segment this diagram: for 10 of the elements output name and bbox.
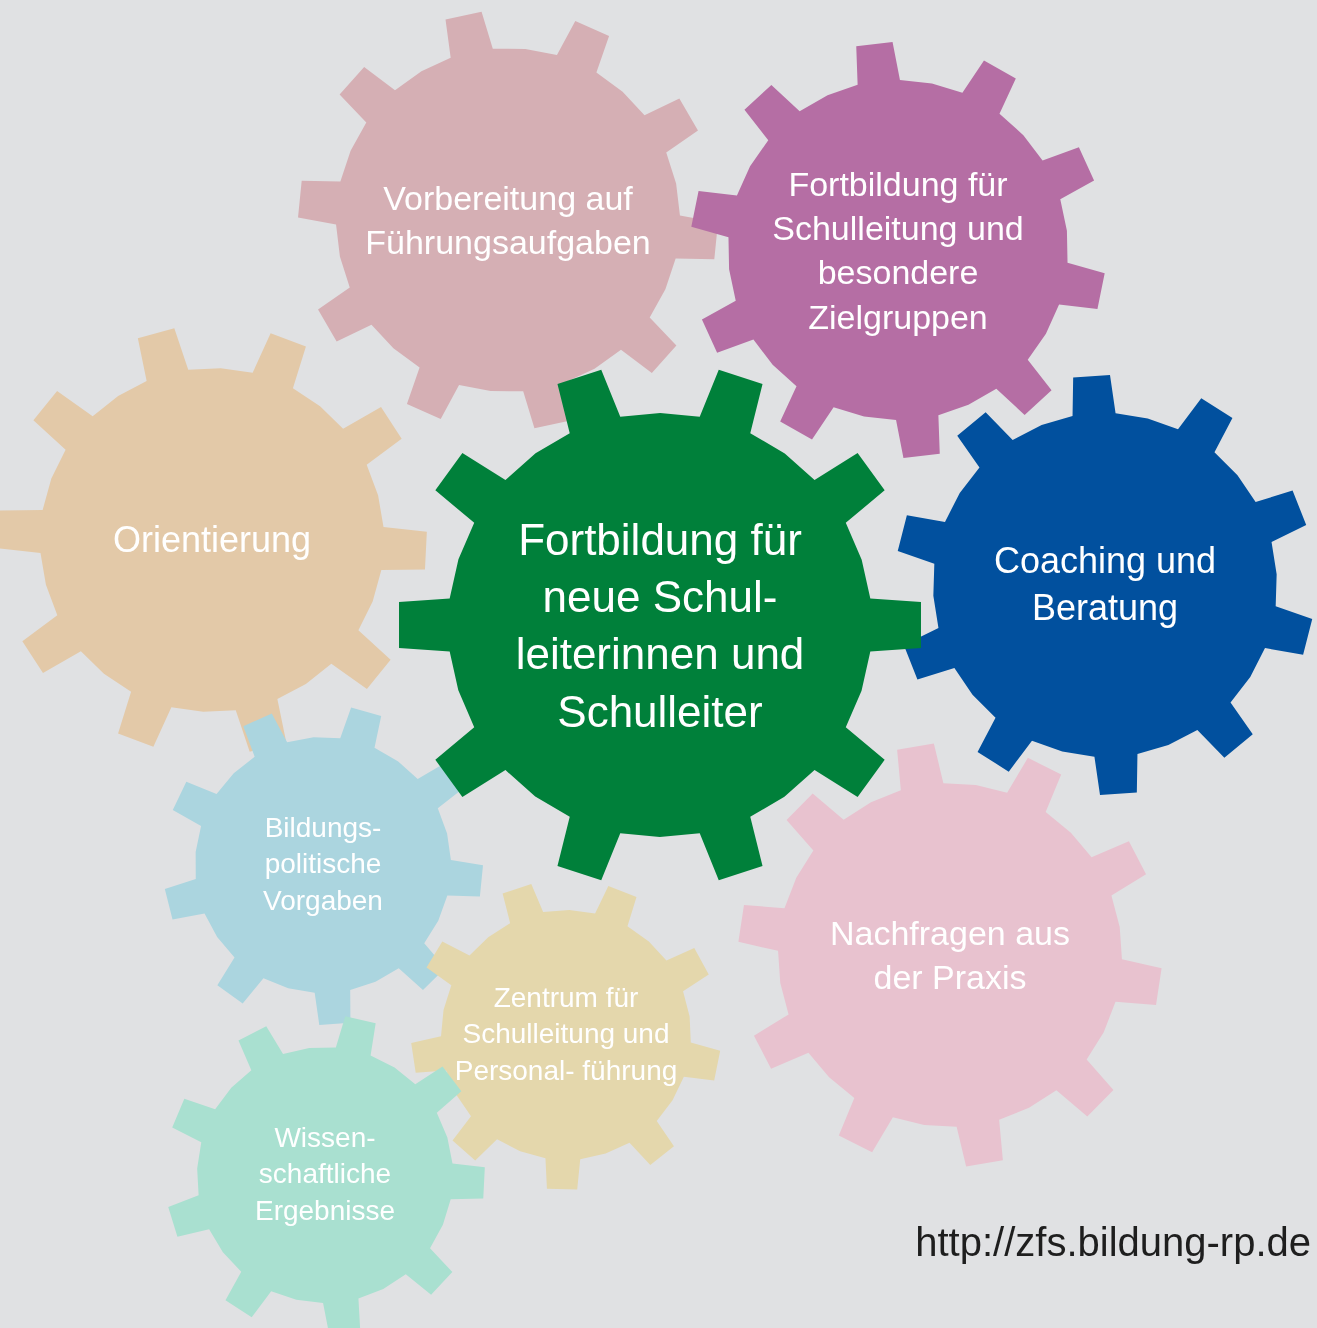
gear-label: Fortbildung für neue Schul- leiterinnen und Schulleiter <box>514 513 806 738</box>
gear-label: Orientierung <box>111 517 313 562</box>
gear-label: Nachfragen aus der Praxis <box>828 912 1071 998</box>
gear-label: Zentrum für Schulleitung und Personal- führung <box>453 981 679 1089</box>
gear-label: Coaching und Beratung <box>992 539 1218 630</box>
gear-label: Fortbildung für Schulleitung und besondere Zielgruppen <box>771 163 1025 338</box>
gear-label: Vorbereitung auf Führungsaufgaben <box>364 177 652 263</box>
gear-label: Bildungs- politische Vorgaben <box>262 811 384 919</box>
gear-label: Wissen- schaftliche Ergebnisse <box>253 1121 397 1229</box>
source-url: http://zfs.bildung-rp.de <box>915 1220 1311 1265</box>
